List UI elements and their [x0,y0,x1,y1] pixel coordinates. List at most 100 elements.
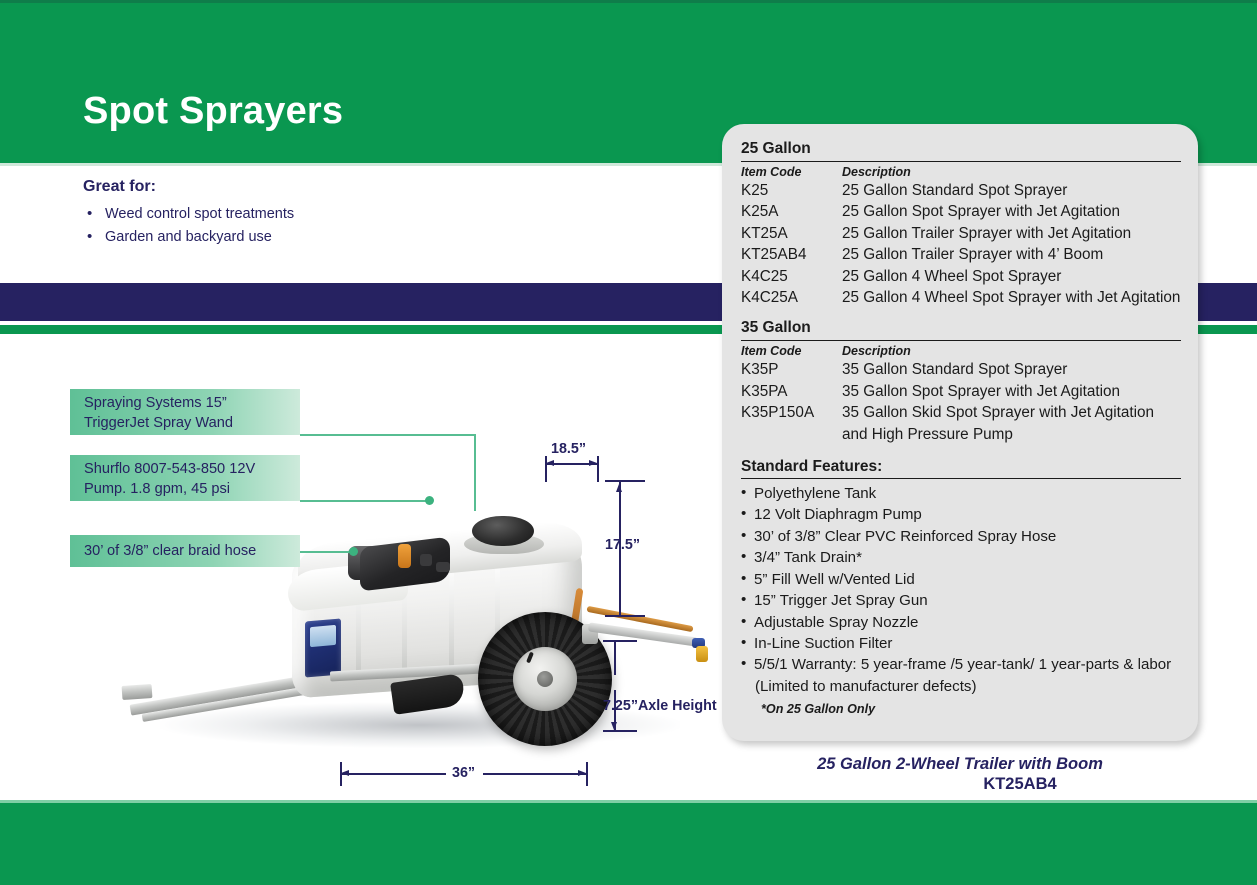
callout-spray-wand: Spraying Systems 15” TriggerJet Spray Wa… [70,389,300,435]
cell-item-code: K25 [741,182,769,199]
table-row: K25 25 Gallon Standard Spot Sprayer [741,180,1181,201]
product-table-35-gallon: Item Code Description K35P 35 Gallon Sta… [741,344,1181,445]
group-title-35-gallon: 35 Gallon [741,319,811,337]
thin-green-band [0,325,1257,334]
dim-ext-right-18 [597,456,599,482]
dim-arrow-right-36 [578,770,586,776]
dim-arrow-up-17 [616,481,622,492]
features-rule [741,478,1181,480]
leader-line-3-horizontal [300,551,354,553]
cell-item-code: K35P150A [741,404,815,422]
table-row: K4C25 25 Gallon 4 Wheel Spot Sprayer [741,266,1181,287]
feature-item: Polyethylene Tank [741,482,1181,504]
dim-line-36-left [341,773,446,775]
cell-description: 25 Gallon Spot Sprayer with Jet Agitatio… [842,203,1121,221]
dimension-label-height-tank: 17.5” [605,537,640,553]
dim-arrow-down-axle [611,722,617,733]
trailer-hitch-tip [121,683,153,701]
feature-item: 12 Volt Diaphragm Pump [741,503,1181,525]
cell-description: 25 Gallon Standard Spot Sprayer [842,182,1068,199]
great-for-heading: Great for: [83,178,156,195]
boom-nozzle-tip [696,646,708,662]
group-title-25-gallon: 25 Gallon [741,140,811,157]
pump-fitting-orange [398,544,411,568]
cell-description: 25 Gallon 4 Wheel Spot Sprayer [842,267,1062,285]
dim-arrow-right-18 [589,460,597,466]
cell-item-code: KT25AB4 [741,246,807,264]
table-row: K4C25A 25 Gallon 4 Wheel Spot Sprayer wi… [741,287,1181,308]
feature-item: 30’ of 3/8” Clear PVC Reinforced Spray H… [741,525,1181,547]
cell-description: 35 Gallon Spot Sprayer with Jet Agitatio… [842,382,1121,400]
pump-fitting-small [420,554,432,566]
warranty-line-2: (Limited to manufacturer defects) [755,677,977,695]
tank-product-label [305,618,341,678]
product-photo [120,470,730,770]
callout-line-2: TriggerJet Spray Wand [84,415,233,431]
wheel-hub [537,671,553,687]
dim-line-axle-lower [614,690,616,730]
list-item: Garden and backyard use [83,225,503,249]
footer-green-band [0,800,1257,885]
feature-item: 5” Fill Well w/Vented Lid [741,568,1181,590]
column-header-item-code: Item Code [741,344,802,359]
dim-line-axle-upper [614,641,616,675]
leader-dot-3 [349,547,358,556]
table-row: K35P 35 Gallon Standard Spot Sprayer [741,359,1181,380]
dim-ext-right-36 [586,762,588,786]
standard-features-title: Standard Features: [741,458,883,476]
dim-ext-left-36 [340,762,342,786]
great-for-block: Great for: Weed control spot treatments … [83,178,503,249]
dim-line-18 [546,463,597,465]
leader-line-1-vertical [474,434,476,511]
cell-item-code: K4C25 [741,267,788,285]
great-for-list: Weed control spot treatments Garden and … [83,202,503,249]
cell-item-code: K25A [741,203,779,221]
dim-ext-bottom-axle [603,730,637,732]
caption-item-code: KT25AB4 [983,775,1057,793]
caption-product-name: 25 Gallon 2-Wheel Trailer with Boom [817,755,1103,773]
dim-arrow-left-18 [546,460,554,466]
table-row: K35PA 35 Gallon Spot Sprayer with Jet Ag… [741,381,1181,402]
dimension-label-axle-height: 7.25”Axle Height [603,698,717,714]
table-header-row: Item Code Description [741,344,1181,359]
dim-ext-bottom-17 [605,615,645,617]
callout-hose: 30’ of 3/8” clear braid hose [70,535,300,567]
callout-line-1: 30’ of 3/8” clear braid hose [84,543,257,559]
callout-line-1: Spraying Systems 15” [84,395,227,411]
leader-dot-2 [425,496,434,505]
cell-item-code: K4C25A [741,289,798,307]
cell-description: 25 Gallon Trailer Sprayer with Jet Agita… [842,224,1132,242]
cell-description: 25 Gallon Trailer Sprayer with 4’ Boom [842,246,1104,264]
vented-fill-cap [472,516,534,546]
warranty-line-1: 5/5/1 Warranty: 5 year-frame /5 year-tan… [754,656,1172,674]
feature-item: In-Line Suction Filter [741,632,1181,654]
leader-line-1-horizontal [300,434,476,436]
dim-ext-top-axle [603,640,637,642]
list-item: Weed control spot treatments [83,202,503,226]
feature-item: Adjustable Spray Nozzle [741,610,1181,633]
header-green-band [0,0,1257,163]
feature-item: 15” Trigger Jet Spray Gun [741,589,1181,611]
column-header-description: Description [842,165,911,179]
standard-features-list: Polyethylene Tank 12 Volt Diaphragm Pump… [741,482,1181,697]
panel-caption: 25 Gallon 2-Wheel Trailer with Boom KT25… [722,755,1198,794]
callout-pump: Shurflo 8007-543-850 12V Pump. 1.8 gpm, … [70,455,300,501]
features-footnote: *On 25 Gallon Only [761,702,876,717]
column-header-item-code: Item Code [741,165,802,179]
table-row: KT25AB4 25 Gallon Trailer Sprayer with 4… [741,244,1181,265]
cell-description: 35 Gallon Skid Spot Sprayer with Jet Agi… [842,404,1155,443]
dimension-label-length: 36” [452,765,476,781]
leader-line-2-horizontal [300,500,430,502]
dim-arrow-left-36 [341,770,349,776]
feature-item: 3/4” Tank Drain* [741,546,1181,568]
dim-line-17-upper [619,481,621,563]
cell-item-code: K35PA [741,382,788,400]
callout-line-1: Shurflo 8007-543-850 12V [84,461,256,477]
dim-ext-top-17 [605,480,645,482]
cell-description: 25 Gallon 4 Wheel Spot Sprayer with Jet … [842,289,1181,307]
callout-line-2: Pump. 1.8 gpm, 45 psi [84,481,231,497]
dim-line-17-lower [619,560,621,617]
specification-panel: 25 Gallon Item Code Description K25 25 G… [722,124,1198,741]
group-rule [741,161,1181,162]
